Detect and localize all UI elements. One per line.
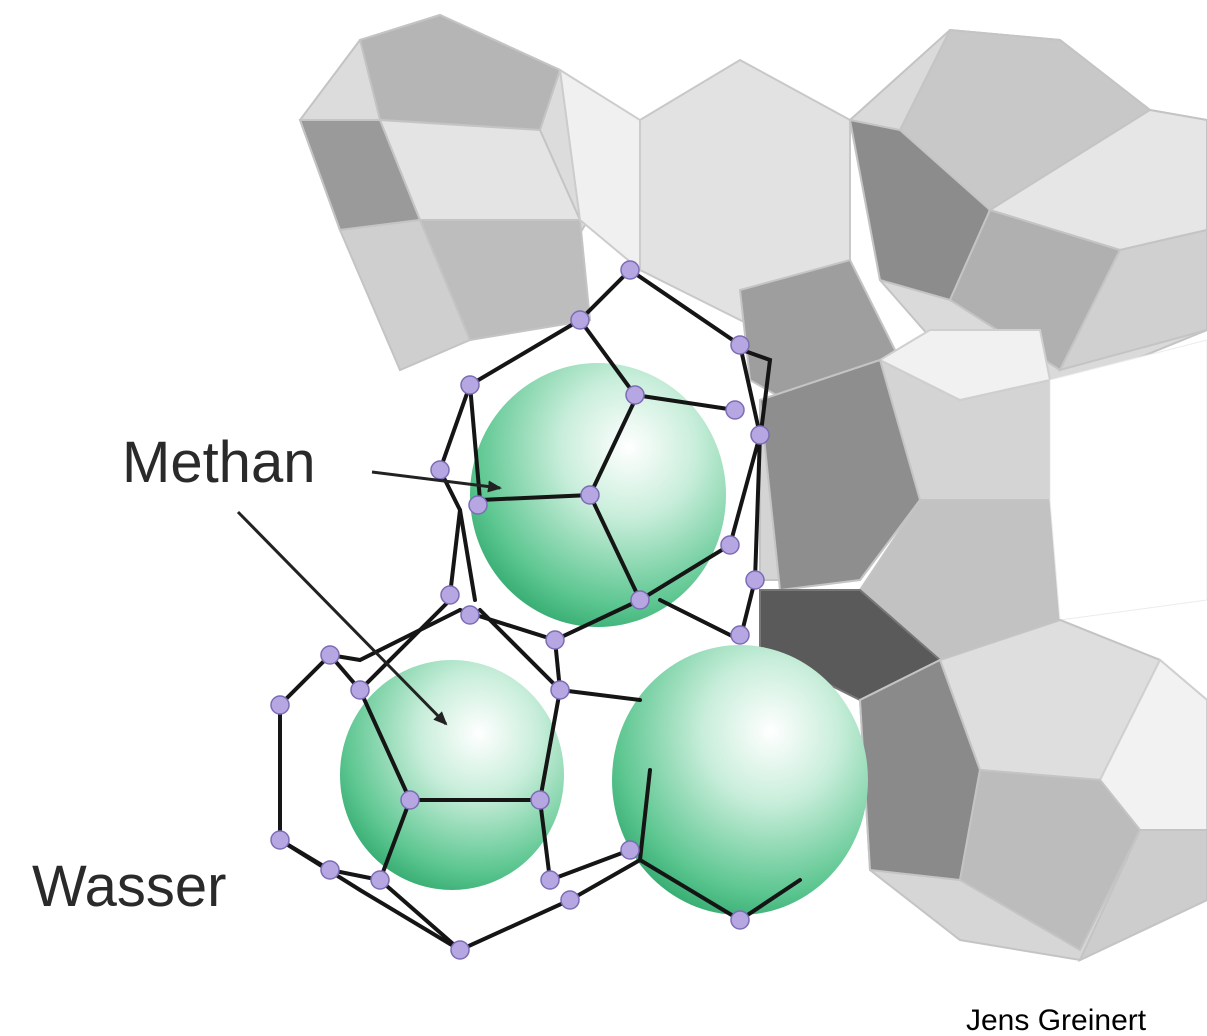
cage-polyhedra-background <box>298 13 1207 963</box>
cage-top-right <box>848 28 1207 392</box>
cage-top-left <box>298 13 602 372</box>
methane-label: Methan <box>122 430 315 495</box>
water-atom <box>460 605 480 625</box>
water-atom <box>370 870 390 890</box>
water-atom <box>540 870 560 890</box>
water-atom <box>620 260 640 280</box>
water-atom <box>750 425 770 445</box>
credit-label: Jens Greinert <box>966 1004 1147 1036</box>
water-atom <box>720 535 740 555</box>
water-atom <box>530 790 550 810</box>
water-atoms <box>270 260 770 960</box>
methane-sphere-lower-left <box>340 660 564 890</box>
cage-middle-right <box>758 329 1207 702</box>
water-atom <box>450 940 470 960</box>
water-atom <box>745 570 765 590</box>
water-atom <box>570 310 590 330</box>
water-atom <box>400 790 420 810</box>
water-atom <box>320 645 340 665</box>
water-atom <box>320 860 340 880</box>
water-atom <box>630 590 650 610</box>
cage-bottom-right <box>858 618 1207 963</box>
methane-arrow-lower <box>236 510 448 726</box>
water-atom <box>730 335 750 355</box>
water-atom <box>725 400 745 420</box>
water-atom <box>270 830 290 850</box>
methane-sphere-lower-right <box>612 645 868 915</box>
label-arrows <box>236 470 502 726</box>
water-atom <box>270 695 290 715</box>
water-atom <box>620 840 640 860</box>
water-atom <box>468 495 488 515</box>
water-atom <box>550 680 570 700</box>
methane-arrow-upper <box>371 470 502 493</box>
water-atom <box>430 460 450 480</box>
water-atom <box>460 375 480 395</box>
water-atom <box>730 625 750 645</box>
water-atom <box>545 630 565 650</box>
water-atom <box>730 910 750 930</box>
water-label: Wasser <box>32 854 226 919</box>
water-atom <box>440 585 460 605</box>
water-atom <box>350 680 370 700</box>
water-atom <box>580 485 600 505</box>
water-atom <box>560 890 580 910</box>
methane-molecules <box>340 363 868 915</box>
water-atom <box>625 385 645 405</box>
